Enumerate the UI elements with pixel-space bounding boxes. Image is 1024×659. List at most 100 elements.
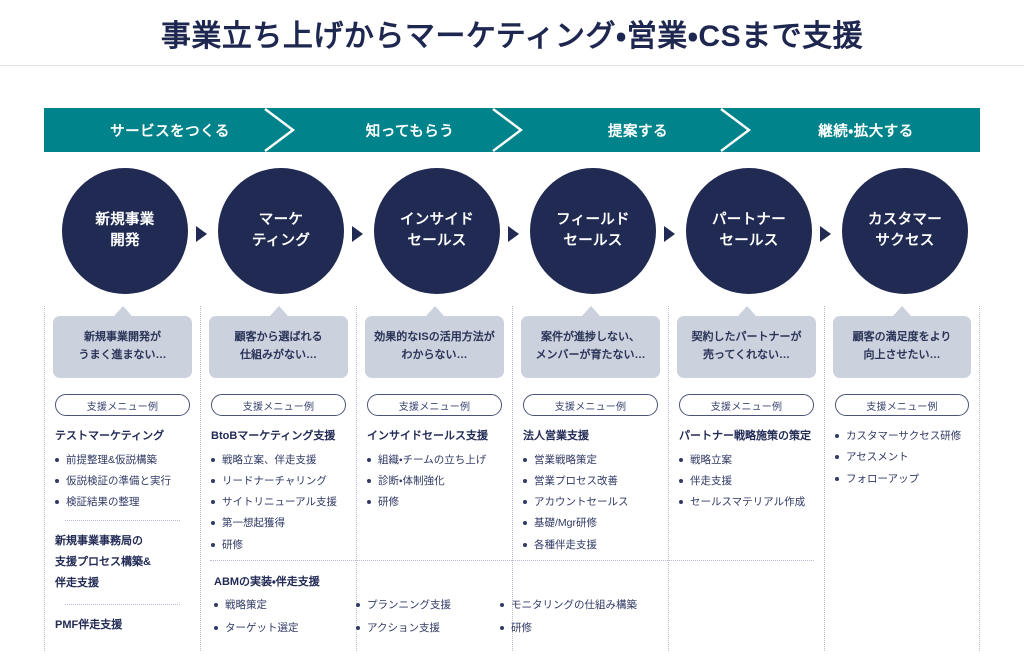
menu-heading: PMF伴走支援 bbox=[55, 618, 123, 631]
abm-section: ABMの実装・伴走支援戦略策定ターゲット選定プランニング支援アクション支援モニタ… bbox=[200, 560, 824, 644]
pain-point-line: 仕組みがない… bbox=[240, 349, 317, 361]
menu-heading: 支援プロセス構築& bbox=[55, 556, 151, 569]
menu-item[interactable]: 伴走支援 bbox=[679, 473, 814, 489]
chevron-right-icon bbox=[491, 108, 525, 152]
support-menu-pill[interactable]: 支援メニュー例 bbox=[55, 394, 190, 416]
stage-3[interactable]: 提案する bbox=[524, 108, 752, 152]
pain-point-line: メンバーが育たない… bbox=[535, 349, 646, 361]
support-menu-pill[interactable]: 支援メニュー例 bbox=[523, 394, 658, 416]
menu-item[interactable]: モニタリングの仕組み構築 bbox=[500, 597, 637, 613]
menu-heading: インサイドセールス支援 bbox=[367, 430, 488, 442]
pain-point-line: 売ってくれない… bbox=[702, 349, 791, 361]
pain-point-box: 顧客から選ばれる仕組みがない… bbox=[209, 316, 348, 378]
pain-point-line: 向上させたい… bbox=[863, 349, 941, 361]
stage-label: 提案する bbox=[608, 123, 668, 140]
support-menu-pill[interactable]: 支援メニュー例 bbox=[367, 394, 502, 416]
menu-item[interactable]: アクション支援 bbox=[356, 620, 500, 636]
pain-point-line: 効果的なISの活用方法が bbox=[374, 331, 495, 344]
menu-item[interactable]: 前提整理&仮説構築 bbox=[55, 452, 190, 468]
pain-point-box: 効果的なISの活用方法がわからない… bbox=[365, 316, 504, 378]
arrow-right-icon bbox=[664, 226, 675, 242]
menu-item[interactable]: 研修 bbox=[211, 537, 346, 553]
menu-item[interactable]: プランニング支援 bbox=[356, 597, 500, 613]
stage-label: 継続・拡大する bbox=[818, 123, 914, 140]
menu-item[interactable]: カスタマーサクセス研修 bbox=[835, 428, 969, 444]
menu-item[interactable]: 各種伴走支援 bbox=[523, 537, 658, 553]
menu-heading: パートナー戦略施策の策定 bbox=[679, 430, 811, 442]
process-node-label: サクセス bbox=[875, 233, 935, 249]
menu-items: 戦略立案、伴走支援リードナーチャリングサイトリニューアル支援第一想起獲得研修 bbox=[211, 452, 346, 553]
menu-item[interactable]: 戦略策定 bbox=[214, 597, 356, 613]
arrow-right-icon bbox=[196, 226, 207, 242]
process-node-label: セールス bbox=[563, 233, 623, 249]
menu-item[interactable]: アセスメント bbox=[835, 449, 969, 465]
menu-item[interactable]: 組織・チームの立ち上げ bbox=[367, 452, 502, 468]
process-node-label: セールス bbox=[719, 233, 779, 249]
pain-point-box: 契約したパートナーが売ってくれない… bbox=[677, 316, 816, 378]
process-node-5[interactable]: パートナーセールス bbox=[686, 168, 812, 294]
pain-point-box: 顧客の満足度をより向上させたい… bbox=[833, 316, 971, 378]
menu-item[interactable]: 研修 bbox=[367, 494, 502, 510]
process-node-4[interactable]: フィールドセールス bbox=[530, 168, 656, 294]
pain-point-box: 案件が進捗しない、メンバーが育たない… bbox=[521, 316, 660, 378]
menu-item[interactable]: 研修 bbox=[500, 620, 637, 636]
support-menu-list: インサイドセールス支援組織・チームの立ち上げ診断・体制強化研修 bbox=[367, 428, 502, 510]
support-menu-pill[interactable]: 支援メニュー例 bbox=[835, 394, 969, 416]
menu-item[interactable]: アカウントセールス bbox=[523, 494, 658, 510]
process-node-3[interactable]: インサイドセールス bbox=[374, 168, 500, 294]
process-node-label: 新規事業 bbox=[95, 211, 155, 228]
menu-item[interactable]: 営業戦略策定 bbox=[523, 452, 658, 468]
abm-items-2: プランニング支援アクション支援 bbox=[356, 597, 500, 644]
menu-item[interactable]: 営業プロセス改善 bbox=[523, 473, 658, 489]
menu-item[interactable]: 基礎/Mgr研修 bbox=[523, 515, 658, 531]
menu-item[interactable]: リードナーチャリング bbox=[211, 473, 346, 489]
pain-point-callout: 案件が進捗しない、メンバーが育たない… bbox=[513, 306, 668, 378]
support-column-5: 契約したパートナーが売ってくれない… 支援メニュー例パートナー戦略施策の策定戦略立… bbox=[668, 306, 824, 651]
menu-item[interactable]: ターゲット選定 bbox=[214, 620, 356, 636]
support-column-2: 顧客から選ばれる仕組みがない… 支援メニュー例 BtoBマーケティング支援戦略立案、… bbox=[200, 306, 356, 651]
pain-point-box: 新規事業開発がうまく進まない… bbox=[53, 316, 192, 378]
menu-item[interactable]: 戦略立案 bbox=[679, 452, 814, 468]
support-menu-pill[interactable]: 支援メニュー例 bbox=[211, 394, 346, 416]
menu-item[interactable]: 検証結果の整理 bbox=[55, 494, 190, 510]
stage-2[interactable]: 知ってもらう bbox=[296, 108, 524, 152]
menu-item[interactable]: 診断・体制強化 bbox=[367, 473, 502, 489]
menu-item[interactable]: セールスマテリアル作成 bbox=[679, 494, 814, 510]
pain-point-line: 新規事業開発が bbox=[84, 331, 161, 344]
menu-heading: 新規事業事務局の bbox=[55, 535, 143, 548]
pain-point-callout: 効果的なISの活用方法がわからない… bbox=[357, 306, 512, 378]
menu-item[interactable]: 戦略立案、伴走支援 bbox=[211, 452, 346, 468]
menu-item[interactable]: 第一想起獲得 bbox=[211, 515, 346, 531]
support-columns: 新規事業開発がうまく進まない… 支援メニュー例テストマーケティング前提整理&仮説構… bbox=[44, 306, 980, 651]
process-node-1[interactable]: 新規事業開発 bbox=[62, 168, 188, 294]
page-title: 事業立ち上げからマーケティング・営業・CSまで支援 bbox=[160, 19, 864, 53]
pain-point-line: 案件が進捗しない、 bbox=[541, 331, 640, 344]
stage-1[interactable]: サービスをつくる bbox=[44, 108, 296, 152]
pain-point-line: 顧客から選ばれる bbox=[234, 331, 323, 344]
support-menu-list: パートナー戦略施策の策定戦略立案伴走支援セールスマテリアル作成 bbox=[679, 428, 814, 510]
abm-heading: ABMの実装・伴走支援 bbox=[214, 576, 320, 588]
process-node-label: ティング bbox=[251, 233, 311, 249]
menu-item[interactable]: サイトリニューアル支援 bbox=[211, 494, 346, 510]
chevron-right-icon bbox=[263, 108, 297, 152]
arrow-right-icon bbox=[820, 226, 831, 242]
pain-point-callout: 顧客から選ばれる仕組みがない… bbox=[201, 306, 356, 378]
pain-point-callout: 契約したパートナーが売ってくれない… bbox=[669, 306, 824, 378]
support-menu-pill[interactable]: 支援メニュー例 bbox=[679, 394, 814, 416]
stage-4[interactable]: 継続・拡大する bbox=[752, 108, 980, 152]
arrow-right-icon bbox=[352, 226, 363, 242]
menu-item[interactable]: 仮説検証の準備と実行 bbox=[55, 473, 190, 489]
stage-label: 知ってもらう bbox=[365, 123, 455, 140]
menu-items: カスタマーサクセス研修アセスメントフォローアップ bbox=[835, 428, 969, 487]
menu-heading: テストマーケティング bbox=[55, 430, 165, 442]
process-node-2[interactable]: マーケティング bbox=[218, 168, 344, 294]
pain-point-line: 契約したパートナーが bbox=[691, 331, 802, 344]
divider bbox=[65, 520, 180, 522]
support-menu-list: カスタマーサクセス研修アセスメントフォローアップ bbox=[835, 428, 969, 487]
process-node-row: 新規事業開発マーケティングインサイドセールスフィールドセールスパートナーセールス… bbox=[44, 168, 980, 298]
menu-heading: BtoBマーケティング支援 bbox=[211, 430, 336, 442]
menu-items: 前提整理&仮説構築仮説検証の準備と実行検証結果の整理 bbox=[55, 452, 190, 511]
process-node-label: インサイド bbox=[400, 211, 474, 228]
menu-item[interactable]: フォローアップ bbox=[835, 471, 969, 487]
process-node-6[interactable]: カスタマーサクセス bbox=[842, 168, 968, 294]
